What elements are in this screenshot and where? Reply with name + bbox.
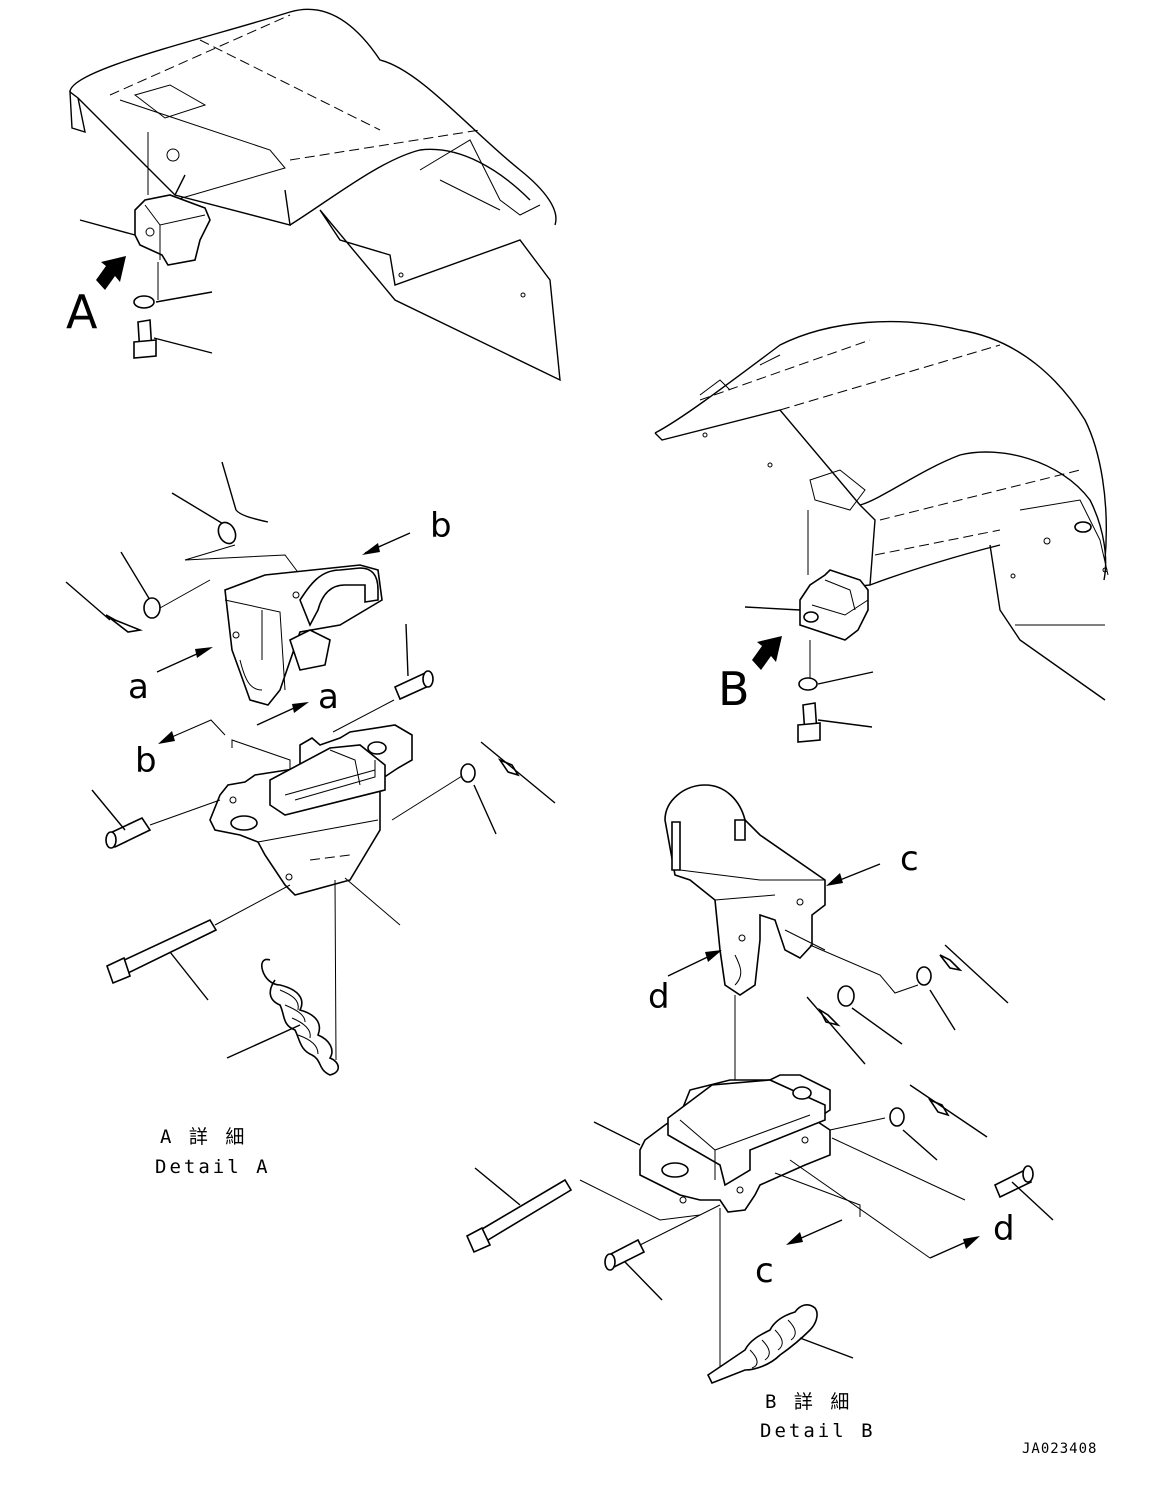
view-a-marker: A xyxy=(66,256,126,339)
arrow-label-a-center: a xyxy=(318,677,339,717)
detail-a-exploded: b a a b xyxy=(65,461,556,1178)
view-arrow-icon xyxy=(96,256,126,290)
fender-assembly-a xyxy=(69,8,561,382)
view-a-letter: A xyxy=(66,285,98,339)
fender-assembly-b xyxy=(654,320,1109,743)
drawing-code: JA023408 xyxy=(1022,1441,1097,1457)
view-arrow-icon xyxy=(752,636,782,670)
view-b-letter: B xyxy=(718,662,750,716)
view-b-marker: B xyxy=(718,636,782,716)
arrow-label-c-bottom: c xyxy=(755,1251,774,1291)
detail-b-caption-jp: B 詳 細 xyxy=(765,1391,852,1413)
arrow-label-a-left: a xyxy=(128,667,149,707)
arrow-label-c-top: c xyxy=(900,839,919,879)
detail-b-exploded: c d xyxy=(465,784,1054,1442)
arrow-label-d-right: d xyxy=(993,1209,1015,1249)
arrow-label-b-left: b xyxy=(135,741,157,781)
detail-a-caption-en: Detail A xyxy=(155,1156,271,1178)
arrow-label-b-top: b xyxy=(430,506,452,546)
detail-a-caption-jp: A 詳 細 xyxy=(160,1126,247,1148)
detail-b-caption-en: Detail B xyxy=(760,1420,876,1442)
arrow-label-d-left: d xyxy=(648,977,670,1017)
